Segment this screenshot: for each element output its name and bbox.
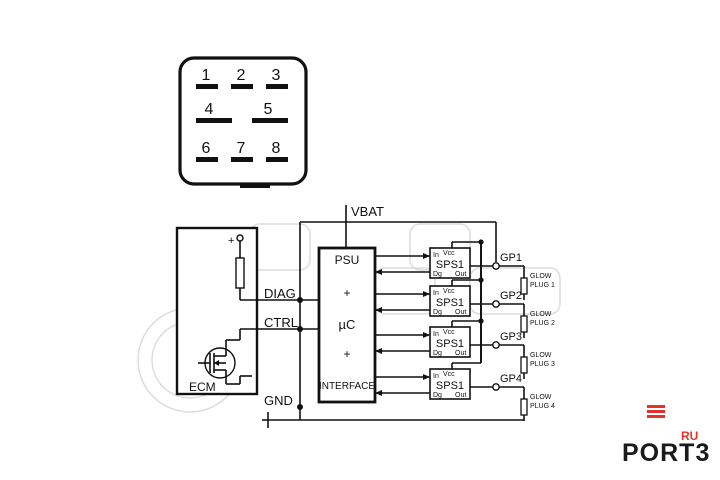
gnd-node: [297, 404, 303, 410]
sps-box: [429, 368, 471, 400]
sps-dg-label: Dg: [433, 309, 442, 316]
sps-box: [429, 247, 471, 279]
brand-name: PORT3: [622, 439, 710, 467]
sps-name: SPS1: [436, 380, 464, 392]
controller-box: [317, 246, 377, 404]
brand-suffix: RU: [681, 429, 698, 443]
glow-plug-resistor: [520, 315, 528, 333]
sps-dg-label: Dg: [433, 350, 442, 357]
sps-in-label: In: [433, 373, 439, 380]
uc-label: µC: [339, 317, 356, 332]
gp-terminal: [492, 262, 500, 270]
diag-arrow: [375, 269, 382, 275]
pin-3-label: 3: [272, 67, 281, 84]
gp-label: GP4: [500, 373, 522, 385]
psu-label: PSU: [335, 253, 360, 267]
pin-6-slot: [196, 157, 218, 162]
glow-plug-resistor: [520, 356, 528, 374]
ecm-supply-terminal: [236, 234, 244, 242]
sps-vcc-label: Vcc: [443, 371, 455, 378]
gp-terminal: [492, 341, 500, 349]
signal-bus: VBAT DIAG CTRL GND: [262, 204, 524, 428]
gp-terminal: [492, 383, 500, 391]
pin-7-label: 7: [237, 140, 246, 157]
gp-label: GP2: [500, 290, 522, 302]
connector-pinout: 1 2 3 4 5 6 7 8: [178, 56, 308, 188]
glow-plug-resistor: [520, 398, 528, 416]
glow-plug-label-1: GLOW: [530, 311, 552, 318]
pin-2-label: 2: [237, 67, 246, 84]
pin-2-slot: [231, 84, 253, 89]
glow-plug-label-2: PLUG 3: [530, 361, 555, 368]
sps-dg-label: Dg: [433, 271, 442, 278]
sps-name: SPS1: [436, 259, 464, 271]
gp-label: GP1: [500, 252, 522, 264]
ecm-supply-plus: +: [228, 235, 234, 247]
controller-block: PSU + µC + INTERFACE: [317, 246, 377, 404]
pin-3-slot: [266, 84, 288, 89]
diag-label: DIAG: [264, 286, 296, 301]
sps-name: SPS1: [436, 297, 464, 309]
sps-box: [429, 285, 471, 317]
pin-8-slot: [266, 157, 288, 162]
pin-1-slot: [196, 84, 218, 89]
diag-arrow: [375, 348, 382, 354]
sps-in-label: In: [433, 290, 439, 297]
glow-plug-label-1: GLOW: [530, 273, 552, 280]
gp-terminal: [492, 300, 500, 308]
sps-in-label: In: [433, 252, 439, 259]
sps-vcc-label: Vcc: [443, 250, 455, 257]
sps-vcc-label: Vcc: [443, 288, 455, 295]
diag-arrow: [375, 307, 382, 313]
ecm-block: ECM +: [175, 226, 299, 396]
sps-out-label: Out: [455, 392, 466, 399]
sps-name: SPS1: [436, 338, 464, 350]
pin-5-label: 5: [264, 101, 273, 118]
controller-plus-top: +: [343, 286, 350, 300]
ctrl-node: [297, 326, 303, 332]
connector-key: [240, 184, 270, 188]
control-arrow: [423, 253, 430, 259]
control-arrow: [423, 291, 430, 297]
brand-logo: RU PORT3: [622, 405, 710, 467]
glow-plug-label-2: PLUG 4: [530, 403, 555, 410]
pin-7-slot: [231, 157, 253, 162]
gp-label: GP3: [500, 331, 522, 343]
pin-6-label: 6: [202, 140, 211, 157]
sps-dg-label: Dg: [433, 392, 442, 399]
control-arrow: [423, 332, 430, 338]
sps-out-label: Out: [455, 271, 466, 278]
sps-out-label: Out: [455, 309, 466, 316]
pin-5-slot: [252, 118, 288, 123]
pin-4-slot: [196, 118, 232, 123]
ctrl-label: CTRL: [264, 315, 298, 330]
mosfet-symbol: [198, 328, 299, 385]
ecm-label: ECM: [189, 380, 216, 394]
glow-plug-label-2: PLUG 2: [530, 320, 555, 327]
sps-out-label: Out: [455, 350, 466, 357]
interface-label: INTERFACE: [319, 381, 375, 392]
sps-box: [429, 326, 471, 358]
diag-arrow: [375, 390, 382, 396]
control-arrow: [423, 374, 430, 380]
pin-8-label: 8: [272, 140, 281, 157]
pin-4-label: 4: [205, 101, 214, 118]
sps-vcc-label: Vcc: [443, 329, 455, 336]
vcc-node: [478, 239, 484, 245]
glow-plug-label-1: GLOW: [530, 394, 552, 401]
pin-1-label: 1: [202, 67, 211, 84]
controller-plus-bottom: +: [343, 347, 350, 361]
diag-node: [297, 297, 303, 303]
pullup-resistor: [235, 257, 245, 289]
piston-icon: [647, 405, 665, 418]
vbat-label: VBAT: [351, 204, 384, 219]
sps-in-label: In: [433, 331, 439, 338]
glow-plug-label-1: GLOW: [530, 352, 552, 359]
glow-plug-label-2: PLUG 1: [530, 282, 555, 289]
gnd-label: GND: [264, 393, 293, 408]
